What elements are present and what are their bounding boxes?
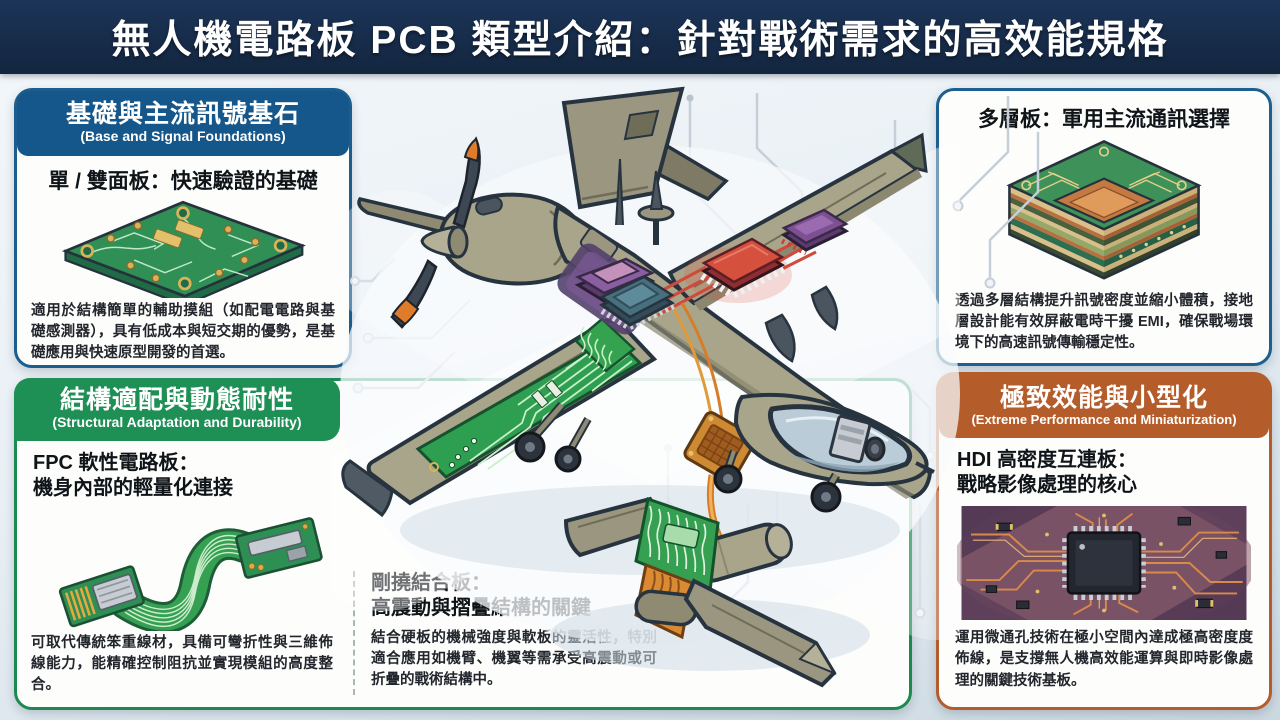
card-hdi-body: 運用微通孔技術在極小空間內達成極高密度度佈線，是支撐無人機高效能運算與即時影像處… bbox=[955, 630, 1253, 689]
hdi-subtitle-line2: 戰略影像處理的核心 bbox=[957, 474, 1137, 497]
card-hdi: 極致效能與小型化 (Extreme Performance and Miniat… bbox=[936, 372, 1272, 710]
single-double-sided-pcb-illustration bbox=[61, 200, 306, 298]
fpc-subtitle-line2: 機身內部的輕量化連接 bbox=[33, 477, 233, 499]
card-base-signal-header: 基礎與主流訊號基石 (Base and Signal Foundations) bbox=[17, 91, 349, 156]
fpc-subtitle-line1: FPC 軟性電路板： bbox=[33, 452, 199, 474]
hdi-subtitle-line1: HDI 高密度互連板： bbox=[957, 449, 1137, 472]
card-structural: 結構適配與動態耐性 (Structural Adaptation and Dur… bbox=[14, 378, 912, 710]
single-double-board-subtitle: 單 / 雙面板：快速驗證的基礎 bbox=[48, 169, 318, 193]
card-hdi-header: 極致效能與小型化 (Extreme Performance and Miniat… bbox=[939, 375, 1269, 439]
card-hdi-title: 極致效能與小型化 bbox=[999, 384, 1208, 412]
card-multilayer: 多層板：軍用主流通訊選擇 bbox=[936, 88, 1272, 366]
rigid-flex-body: 結合硬板的機械強度與軟板的靈活性，特別適合應用如機臂、機翼等需承受高震動或可折疊… bbox=[371, 630, 657, 689]
title-bar: 無人機電路板 PCB 類型介紹：針對戰術需求的高效能規格 bbox=[0, 0, 1280, 74]
card-base-signal-subtitle-en: (Base and Signal Foundations) bbox=[80, 128, 286, 144]
hdi-board-illustration bbox=[957, 506, 1251, 621]
rigid-flex-section: 剛撓結合板： 高震動與摺疊結構的關鍵 結合硬板的機械強度與軟板的靈活性，特別適合… bbox=[371, 571, 671, 691]
fpc-ribbon-illustration bbox=[58, 517, 323, 631]
card-multilayer-body: 透過多層結構提升訊號密度並縮小體積，接地層設計能有效屏蔽電時干擾 EMI，確保戰… bbox=[955, 293, 1253, 352]
fpc-subtitle: FPC 軟性電路板： 機身內部的輕量化連接 bbox=[33, 451, 233, 501]
card-structural-subtitle-en: (Structural Adaptation and Durability) bbox=[52, 414, 302, 430]
multilayer-title: 多層板：軍用主流通訊選擇 bbox=[978, 108, 1230, 131]
card-base-signal-title: 基礎與主流訊號基石 bbox=[65, 100, 300, 128]
multilayer-pcb-illustration bbox=[1006, 140, 1202, 280]
rigid-flex-subtitle-line1: 剛撓結合板： bbox=[371, 572, 491, 594]
card-hdi-subtitle-en: (Extreme Performance and Miniaturization… bbox=[971, 412, 1237, 427]
page-title: 無人機電路板 PCB 類型介紹：針對戰術需求的高效能規格 bbox=[111, 19, 1169, 62]
card-base-signal-body: 適用於結構簡單的輔助摸組（如配電電路與基礎感測器），具有低成本與短交期的優勢，是… bbox=[31, 302, 335, 361]
card-structural-title: 結構適配與動態耐性 bbox=[59, 386, 294, 414]
card-base-signal: 基礎與主流訊號基石 (Base and Signal Foundations) … bbox=[14, 88, 352, 368]
fpc-body: 可取代傳統笨重線材，具備可彎折性與三維佈線能力，能精確控制阻抗並實現模組的高度整… bbox=[31, 635, 333, 694]
section-divider bbox=[353, 571, 355, 695]
card-structural-header: 結構適配與動態耐性 (Structural Adaptation and Dur… bbox=[14, 378, 340, 441]
rigid-flex-subtitle-line2: 高震動與摺疊結構的關鍵 bbox=[371, 597, 591, 619]
